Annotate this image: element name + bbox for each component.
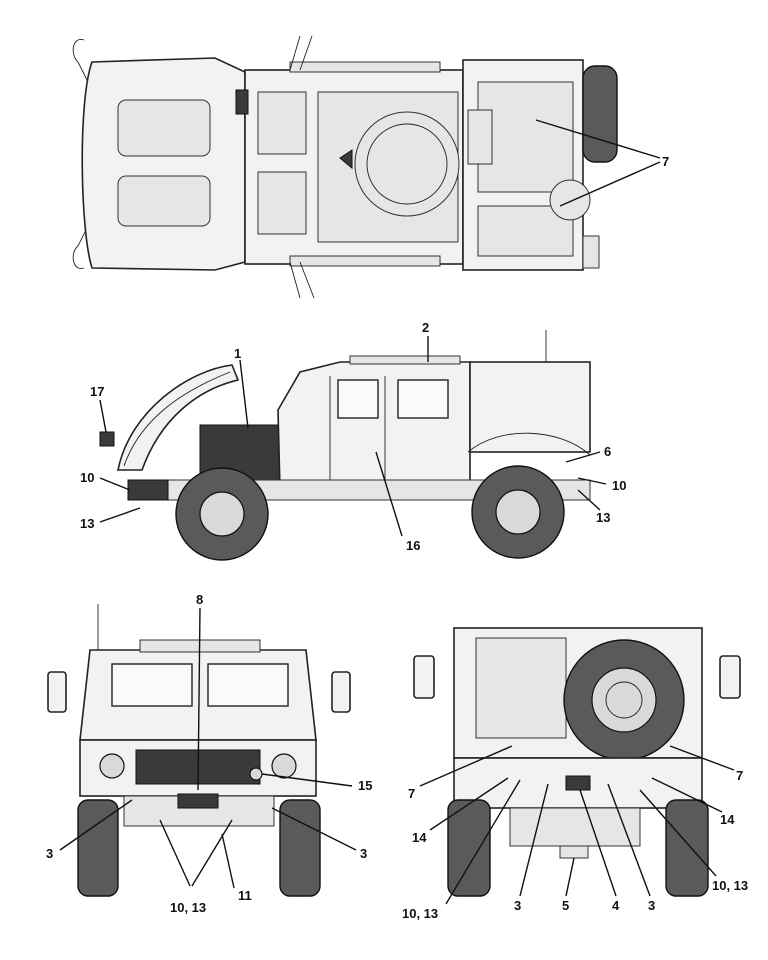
callout-front-8: 8 <box>196 592 203 607</box>
callout-side-17: 17 <box>90 384 104 399</box>
callout-rear-5: 5 <box>562 898 569 913</box>
callout-rear-3-left: 3 <box>514 898 521 913</box>
front-left-tire <box>77 799 119 897</box>
top-view: 7 <box>72 35 669 299</box>
front-right-tire <box>279 799 321 897</box>
callout-front-3-left: 3 <box>46 846 53 861</box>
callout-front-11: 11 <box>238 888 252 903</box>
callout-rear-7-right: 7 <box>736 768 743 783</box>
side-raised-hood <box>117 364 240 471</box>
callout-rear-7-left: 7 <box>408 786 415 801</box>
side-view: 2 1 17 6 10 10 13 13 16 <box>80 320 626 561</box>
callout-rear-4: 4 <box>612 898 620 913</box>
front-view: 8 15 3 3 11 10, 13 <box>46 592 372 915</box>
callout-rear-3-right: 3 <box>648 898 655 913</box>
callout-side-6: 6 <box>604 444 611 459</box>
callout-side-10-right: 10 <box>612 478 626 493</box>
callout-rear-10-13-left: 10, 13 <box>402 906 438 921</box>
callout-side-13-left: 13 <box>80 516 94 531</box>
callout-front-3-right: 3 <box>360 846 367 861</box>
callout-rear-14-left: 14 <box>412 830 427 845</box>
side-rear-module <box>469 361 591 453</box>
top-spare-tire <box>582 65 618 163</box>
callout-side-16: 16 <box>406 538 420 553</box>
callout-side-1: 1 <box>234 346 241 361</box>
rear-bumper <box>509 807 641 847</box>
callout-front-15: 15 <box>358 778 372 793</box>
top-hood <box>81 57 246 271</box>
rear-view: 7 7 14 14 10, 13 10, 13 3 3 5 4 <box>402 627 748 921</box>
callout-side-2: 2 <box>422 320 429 335</box>
callout-front-10-13: 10, 13 <box>170 900 206 915</box>
rear-right-tire <box>665 799 709 897</box>
top-turret-ring <box>354 111 460 217</box>
rear-left-tire <box>447 799 491 897</box>
callout-side-10-left: 10 <box>80 470 94 485</box>
callout-side-13-right: 13 <box>596 510 610 525</box>
callout-top-7: 7 <box>662 154 669 169</box>
callout-rear-14-right: 14 <box>720 812 735 827</box>
callout-rear-10-13-right: 10, 13 <box>712 878 748 893</box>
